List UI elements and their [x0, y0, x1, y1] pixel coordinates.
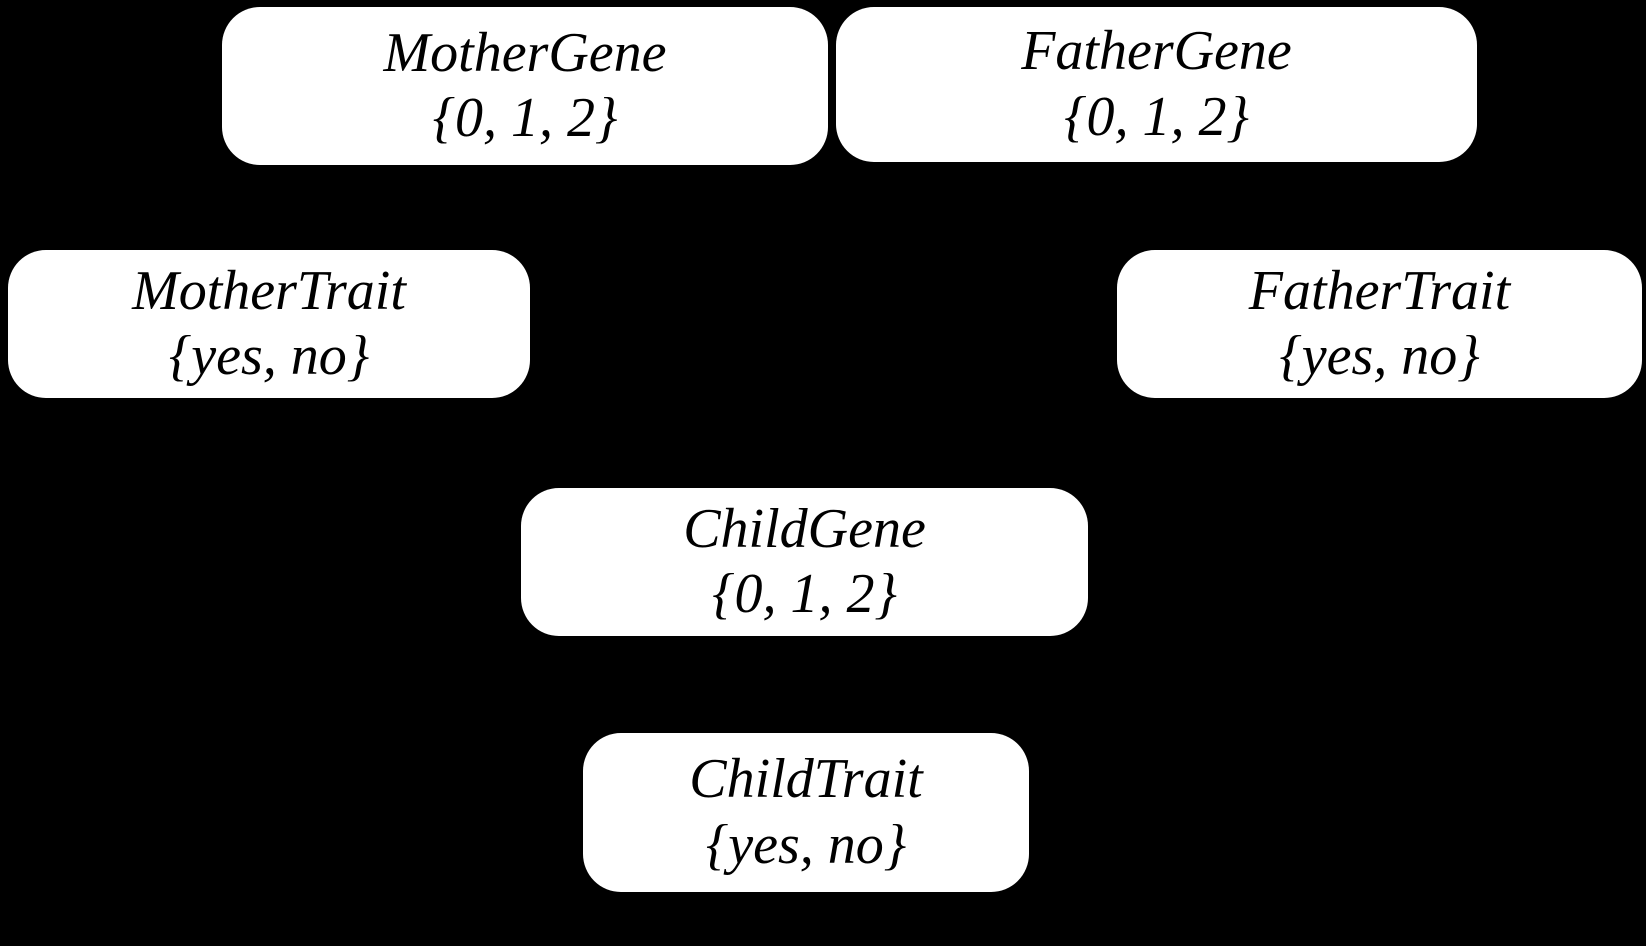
node-mother-gene-domain: {0, 1, 2}: [432, 87, 618, 149]
node-mother-trait-label: MotherTrait: [132, 259, 406, 322]
node-father-gene[interactable]: FatherGene {0, 1, 2}: [836, 7, 1477, 162]
node-father-gene-domain: {0, 1, 2}: [1064, 85, 1249, 148]
node-child-gene-label: ChildGene: [683, 497, 926, 560]
node-child-trait[interactable]: ChildTrait {yes, no}: [583, 733, 1029, 892]
node-father-trait-label: FatherTrait: [1248, 259, 1511, 322]
node-mother-trait-domain: {yes, no}: [168, 325, 370, 387]
node-father-trait-domain: {yes, no}: [1279, 325, 1480, 387]
node-child-trait-label: ChildTrait: [689, 748, 923, 811]
node-mother-gene[interactable]: MotherGene {0, 1, 2}: [222, 7, 828, 165]
node-child-trait-domain: {yes, no}: [705, 813, 907, 876]
node-mother-gene-label: MotherGene: [383, 21, 667, 84]
node-child-gene[interactable]: ChildGene {0, 1, 2}: [521, 488, 1088, 636]
node-child-gene-domain: {0, 1, 2}: [712, 563, 897, 625]
node-father-trait[interactable]: FatherTrait {yes, no}: [1117, 250, 1642, 398]
node-mother-trait[interactable]: MotherTrait {yes, no}: [8, 250, 530, 398]
node-father-gene-label: FatherGene: [1021, 20, 1292, 83]
